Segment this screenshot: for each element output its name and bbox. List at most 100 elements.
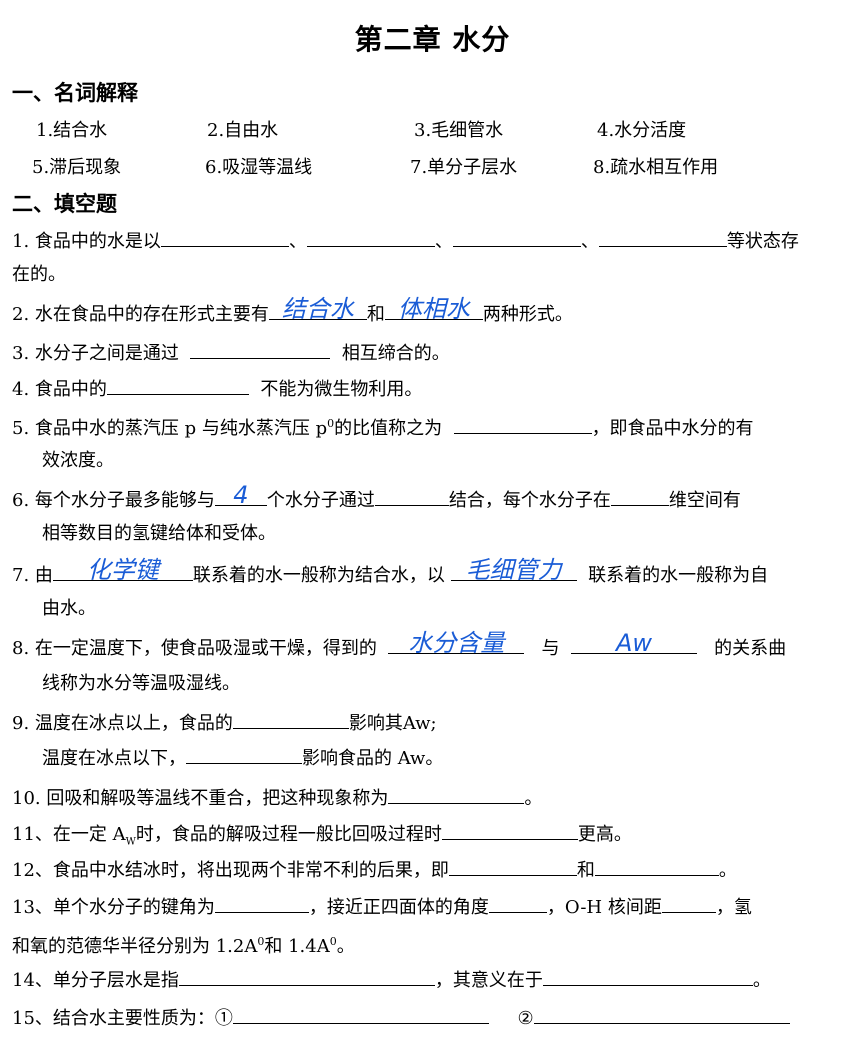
question-text: ② bbox=[517, 1008, 534, 1029]
question-text: 的比值称之为 bbox=[334, 418, 443, 439]
question-text: 7. 由 bbox=[12, 565, 53, 586]
question-13: 13、单个水分子的键角为，接近正四面体的角度，O-H 核间距，氢 bbox=[12, 894, 752, 920]
answer-blank[interactable] bbox=[388, 785, 525, 804]
question-5-cont: 效浓度。 bbox=[42, 449, 114, 473]
question-8-cont: 线称为水分等温吸湿线。 bbox=[42, 672, 240, 696]
answer-blank[interactable] bbox=[448, 857, 577, 876]
answer-blank[interactable] bbox=[232, 1005, 489, 1024]
answer-blank[interactable] bbox=[453, 415, 592, 434]
handwritten-answer: 结合水 bbox=[281, 295, 354, 323]
handwritten-answer: 毛细管力 bbox=[465, 556, 562, 584]
question-9: 9. 温度在冰点以上，食品的 影响其Aw; bbox=[12, 710, 437, 736]
question-1-cont: 在的。 bbox=[12, 263, 66, 287]
chapter-title: 第二章 水分 bbox=[354, 23, 511, 56]
answer-blank[interactable] bbox=[452, 228, 581, 247]
question-text: 温度在冰点以下， bbox=[42, 748, 186, 769]
question-text: ，即食品中水分的有 bbox=[591, 418, 754, 439]
question-text: 等状态存 bbox=[726, 231, 799, 252]
question-text: 15、结合水主要性质为：① bbox=[12, 1008, 233, 1029]
question-text: 4. 食品中的 bbox=[12, 379, 107, 400]
question-text: 和 bbox=[366, 304, 385, 325]
term-item: 4.水分活度 bbox=[597, 120, 687, 141]
question-text: 影响其Aw; bbox=[348, 713, 437, 734]
answer-blank[interactable] bbox=[441, 821, 578, 840]
answer-blank[interactable]: 水分含量 bbox=[388, 631, 525, 655]
question-text: 1. 食品中的水是以 bbox=[12, 231, 161, 252]
answer-blank[interactable]: 4 bbox=[214, 483, 267, 507]
question-text: 由水。 bbox=[42, 598, 96, 619]
question-11: 11、在一定 AW时，食品的解吸过程一般比回吸过程时更高。 bbox=[12, 821, 632, 855]
question-text: 10. 回吸和解吸等温线不重合，把这种现象称为 bbox=[12, 788, 389, 809]
answer-blank[interactable] bbox=[214, 894, 309, 913]
question-text: 相等数目的氢键给体和受体。 bbox=[42, 523, 276, 544]
question-12: 12、食品中水结冰时，将出现两个非常不利的后果，即和。 bbox=[12, 857, 737, 883]
answer-blank[interactable] bbox=[232, 710, 349, 729]
answer-blank[interactable]: 体相水 bbox=[384, 297, 483, 321]
answer-blank[interactable]: 化学键 bbox=[52, 558, 193, 582]
question-text: 8. 在一定温度下，使食品吸湿或干燥，得到的 bbox=[12, 638, 377, 659]
question-text: ，接近正四面体的角度 bbox=[308, 897, 489, 918]
question-6-cont: 相等数目的氢键给体和受体。 bbox=[42, 522, 276, 546]
question-8: 8. 在一定温度下，使食品吸湿或干燥，得到的 水分含量 与 Aw 的关系曲 bbox=[12, 631, 787, 661]
answer-blank[interactable] bbox=[306, 228, 435, 247]
handwritten-answer: 体相水 bbox=[397, 295, 470, 323]
term-item: 7.单分子层水 bbox=[410, 157, 518, 178]
answer-blank[interactable] bbox=[374, 487, 449, 506]
question-text: 结合，每个水分子在 bbox=[448, 490, 611, 511]
answer-blank[interactable] bbox=[542, 967, 753, 986]
question-text: 2. 水在食品中的存在形式主要有 bbox=[12, 304, 269, 325]
question-text: 。 bbox=[336, 936, 355, 957]
handwritten-answer: 水分含量 bbox=[408, 629, 505, 657]
term-item: 2.自由水 bbox=[207, 120, 279, 141]
question-4: 4. 食品中的 不能为微生物利用。 bbox=[12, 376, 422, 402]
question-15: 15、结合水主要性质为：① ② bbox=[12, 1005, 790, 1031]
question-text: 9. 温度在冰点以上，食品的 bbox=[12, 713, 233, 734]
question-text: 。 bbox=[752, 970, 771, 991]
answer-blank[interactable] bbox=[178, 967, 435, 986]
question-text: 个水分子通过 bbox=[266, 490, 375, 511]
answer-blank[interactable] bbox=[106, 376, 249, 395]
question-text: 3. 水分子之间是通过 bbox=[12, 343, 179, 364]
question-7: 7. 由化学键联系着的水一般称为结合水，以 毛细管力 联系着的水一般称为自 bbox=[12, 558, 769, 588]
question-text: ，其意义在于 bbox=[434, 970, 543, 991]
question-text: 、 bbox=[288, 231, 307, 252]
term-item: 5.滞后现象 bbox=[32, 157, 122, 178]
answer-blank[interactable] bbox=[533, 1005, 790, 1024]
section-heading-terms: 一、名词解释 bbox=[12, 81, 138, 105]
answer-blank[interactable]: 毛细管力 bbox=[450, 558, 577, 582]
terms-row-1: 1.结合水 2.自由水 3.毛细管水 4.水分活度 bbox=[0, 116, 865, 142]
question-text: 时，食品的解吸过程一般比回吸过程时 bbox=[135, 824, 442, 845]
question-text: 与 bbox=[541, 638, 560, 659]
subscript: W bbox=[125, 836, 136, 848]
question-text: 两种形式。 bbox=[482, 304, 573, 325]
question-text: 11、在一定 A bbox=[12, 824, 126, 845]
question-text: 。 bbox=[524, 788, 543, 809]
terms-row-2: 5.滞后现象 6.吸湿等温线 7.单分子层水 8.疏水相互作用 bbox=[0, 153, 865, 179]
question-14: 14、单分子层水是指 ，其意义在于 。 bbox=[12, 967, 771, 993]
question-text: 。 bbox=[718, 860, 737, 881]
question-text: ，O-H 核间距 bbox=[546, 897, 662, 918]
answer-blank[interactable] bbox=[661, 894, 716, 913]
answer-blank[interactable] bbox=[190, 340, 331, 359]
question-text: 6. 每个水分子最多能够与 bbox=[12, 490, 215, 511]
answer-blank[interactable] bbox=[160, 228, 289, 247]
question-text: 联系着的水一般称为自 bbox=[588, 565, 769, 586]
answer-blank[interactable] bbox=[488, 894, 547, 913]
question-text: 14、单分子层水是指 bbox=[12, 970, 179, 991]
answer-blank[interactable]: 结合水 bbox=[268, 297, 367, 321]
term-item: 1.结合水 bbox=[36, 120, 108, 141]
answer-blank[interactable] bbox=[186, 745, 302, 764]
question-text: 联系着的水一般称为结合水，以 bbox=[192, 565, 445, 586]
answer-blank[interactable] bbox=[594, 857, 719, 876]
question-text: 的关系曲 bbox=[714, 638, 787, 659]
question-7-cont: 由水。 bbox=[42, 597, 96, 621]
superscript: 0 bbox=[329, 935, 337, 948]
answer-blank[interactable]: Aw bbox=[570, 631, 697, 655]
question-text: 和氧的范德华半径分别为 1.2A bbox=[12, 936, 258, 957]
question-text: 在的。 bbox=[12, 264, 66, 285]
answer-blank[interactable] bbox=[598, 228, 727, 247]
handwritten-answer: 4 bbox=[233, 481, 249, 509]
answer-blank[interactable] bbox=[610, 487, 669, 506]
question-text: 不能为微生物利用。 bbox=[260, 379, 423, 400]
